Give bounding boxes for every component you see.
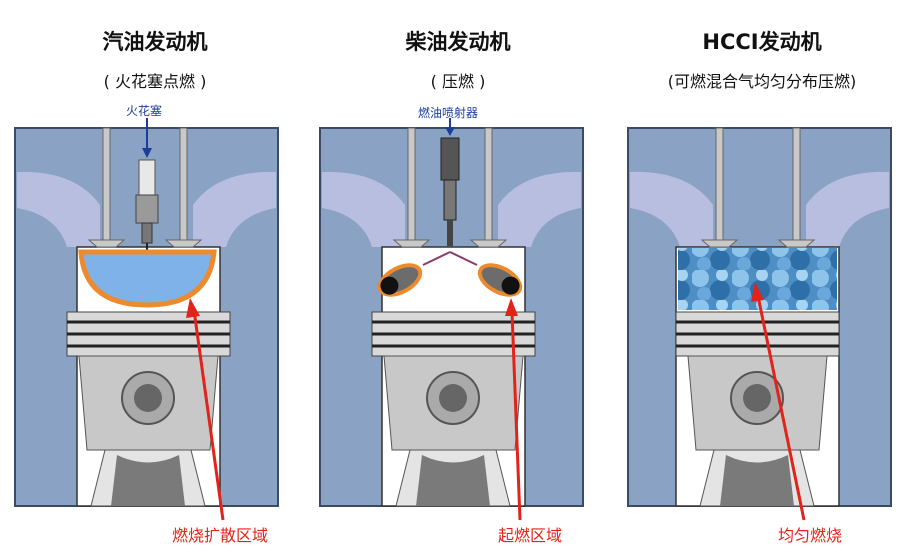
fuel-injector-icon [440, 137, 460, 246]
fuel-injector-label: 燃油喷射器 [418, 106, 479, 120]
panel-title: HCCI发动机 [702, 30, 822, 54]
flame-zone-label: 燃烧扩散区域 [172, 526, 269, 545]
panel-subtitle: ( 压燃 ) [430, 72, 486, 91]
panel-diesel-engine: 柴油发动机 ( 压燃 ) 燃油喷射器 起燃区域 [308, 0, 608, 545]
ignition-zone-label: 起燃区域 [498, 526, 563, 545]
ignition-zone [377, 263, 523, 297]
diesel-engine-illustration [319, 118, 584, 521]
piston-icon [66, 311, 231, 507]
homogeneous-combustion-label: 均匀燃烧 [778, 526, 843, 545]
flame-spread-zone [78, 249, 217, 308]
panel-gasoline-engine: 汽油发动机 ( 火花塞点燃 ) 火花塞 燃烧扩散区域 [5, 0, 305, 545]
piston-icon [371, 311, 536, 507]
spark-plug-icon [135, 159, 159, 255]
panel-title: 汽油发动机 [102, 30, 208, 54]
hcci-engine-illustration [627, 127, 892, 521]
panel-subtitle: ( 火花塞点燃 ) [103, 72, 207, 91]
gasoline-engine-illustration [14, 118, 279, 521]
panel-title: 柴油发动机 [405, 30, 511, 54]
panel-hcci-engine: HCCI发动机 (可燃混合气均匀分布压燃) 均匀燃烧 [612, 0, 908, 545]
panel-subtitle: (可燃混合气均匀分布压燃) [667, 72, 857, 91]
piston-icon [675, 311, 840, 507]
spark-plug-label: 火花塞 [126, 104, 163, 118]
